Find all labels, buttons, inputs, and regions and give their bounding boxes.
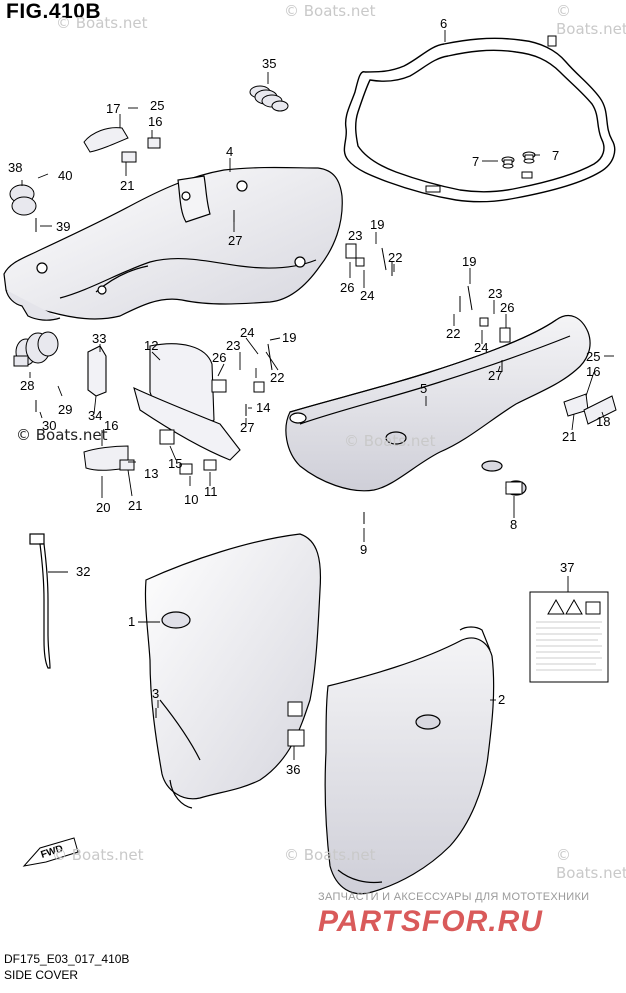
- watermark: © Boats.net: [556, 2, 626, 38]
- callout-26: 26: [500, 300, 514, 315]
- callout-9: 9: [360, 542, 367, 557]
- callout-27: 27: [240, 420, 254, 435]
- callout-4: 4: [226, 144, 233, 159]
- callout-21: 21: [562, 429, 576, 444]
- callout-35: 35: [262, 56, 276, 71]
- callout-2: 2: [498, 692, 505, 707]
- callout-23: 23: [488, 286, 502, 301]
- gasket-seal: [343, 37, 616, 203]
- callout-38: 38: [8, 160, 22, 175]
- callout-18: 18: [596, 414, 610, 429]
- grommet-pair: [501, 151, 536, 169]
- gasket-clips: [425, 35, 557, 193]
- callout-15: 15: [168, 456, 182, 471]
- callout-16: 16: [104, 418, 118, 433]
- callout-numbers: 6 7 7 35 17 25 16 4 38 40 21 39 27 19 23…: [8, 16, 610, 777]
- small-hardware: [159, 243, 523, 747]
- watermark: © Boats.net: [16, 426, 108, 444]
- callout-7: 7: [552, 148, 559, 163]
- callout-6: 6: [440, 16, 447, 31]
- diagram-code: DF175_E03_017_410B: [4, 952, 130, 966]
- bolt-shapes: [35, 210, 503, 718]
- figure-title: FIG.410B: [6, 0, 102, 23]
- callout-37: 37: [560, 560, 574, 575]
- callout-22: 22: [270, 370, 284, 385]
- callout-25: 25: [586, 349, 600, 364]
- callout-32: 32: [76, 564, 90, 579]
- callout-29: 29: [58, 402, 72, 417]
- callout-12: 12: [144, 338, 158, 353]
- watermark: © Boats.net: [344, 432, 436, 450]
- callout-24: 24: [474, 340, 488, 355]
- callout-30: 30: [42, 418, 56, 433]
- callout-23: 23: [348, 228, 362, 243]
- callout-13: 13: [144, 466, 158, 481]
- callout-16: 16: [148, 114, 162, 129]
- watermark: © Boats.net: [284, 846, 376, 864]
- callout-24: 24: [240, 325, 254, 340]
- callout-19: 19: [370, 217, 384, 232]
- callout-16: 16: [586, 364, 600, 379]
- callout-26: 26: [212, 350, 226, 365]
- hinge-bracket: [87, 343, 241, 461]
- ru-watermark-tagline: ЗАПЧАСТИ И АКСЕССУАРЫ ДЛЯ МОТОТЕХНИКИ: [318, 891, 590, 903]
- callout-5: 5: [420, 381, 427, 396]
- cable-tie: [29, 533, 51, 669]
- callout-21: 21: [128, 498, 142, 513]
- callout-27: 27: [228, 233, 242, 248]
- callout-28: 28: [20, 378, 34, 393]
- collar-ring: [9, 184, 37, 216]
- upper-side-cover: [3, 166, 343, 321]
- callout-19: 19: [462, 254, 476, 269]
- lower-side-cover-right: [324, 626, 495, 895]
- callout-11: 11: [204, 484, 218, 499]
- callout-17: 17: [106, 101, 120, 116]
- callout-24: 24: [360, 288, 374, 303]
- callout-40: 40: [58, 168, 72, 183]
- callout-39: 39: [56, 219, 70, 234]
- fwd-arrow-icon: FWD: [22, 837, 79, 867]
- callout-21: 21: [120, 178, 134, 193]
- callout-22: 22: [446, 326, 460, 341]
- diagram-name: SIDE COVER: [4, 968, 79, 982]
- watermark: © Boats.net: [556, 846, 626, 882]
- callout-14: 14: [256, 400, 270, 415]
- leader-lines: [21, 30, 614, 760]
- callout-36: 36: [286, 762, 300, 777]
- callout-27: 27: [488, 368, 502, 383]
- callout-10: 10: [184, 492, 198, 507]
- caution-label: [529, 591, 609, 683]
- callout-3: 3: [152, 686, 159, 701]
- callout-22: 22: [388, 250, 402, 265]
- callout-23: 23: [226, 338, 240, 353]
- ru-watermark-logo: PARTSFOR.RU: [318, 905, 543, 938]
- callout-8: 8: [510, 517, 517, 532]
- callout-33: 33: [92, 331, 106, 346]
- callout-26: 26: [340, 280, 354, 295]
- watermark: © Boats.net: [56, 14, 148, 32]
- rear-upper-cover: [285, 315, 591, 496]
- callout-19: 19: [282, 330, 296, 345]
- boot-grommet: [13, 331, 59, 367]
- latch-assembly: [83, 127, 617, 471]
- callout-7: 7: [472, 154, 479, 169]
- callout-20: 20: [96, 500, 110, 515]
- lower-side-cover: [144, 533, 322, 809]
- callout-25: 25: [150, 98, 164, 113]
- callout-1: 1: [128, 614, 135, 629]
- callout-34: 34: [88, 408, 102, 423]
- watermark: © Boats.net: [52, 846, 144, 864]
- bellows-grommet: [249, 85, 289, 112]
- watermark: © Boats.net: [284, 2, 376, 20]
